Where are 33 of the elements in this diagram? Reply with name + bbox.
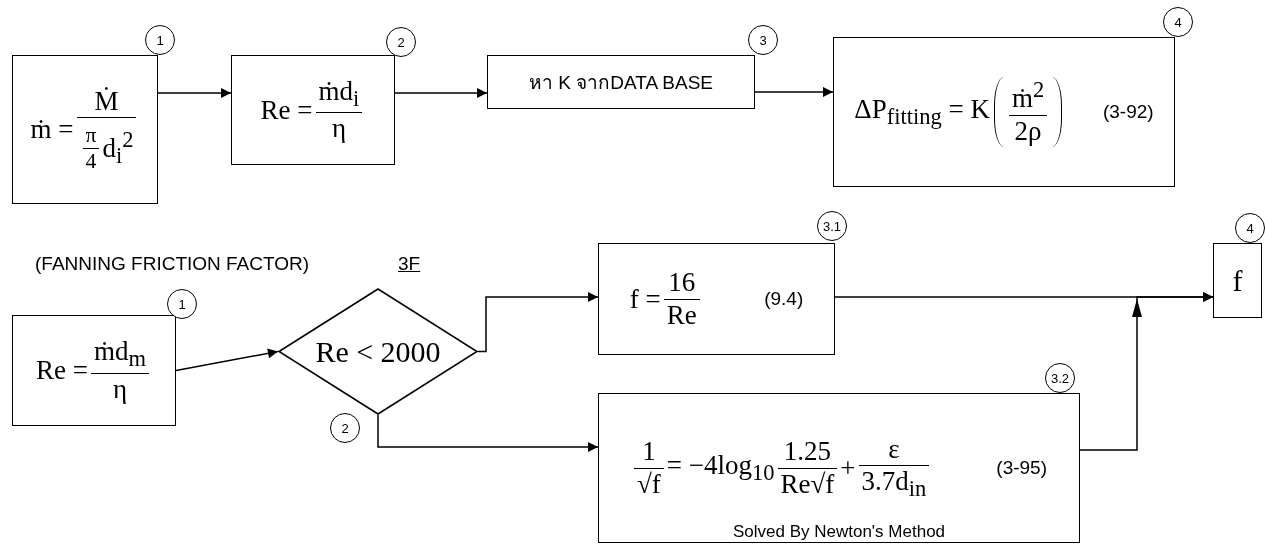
note: Solved By Newton's Method — [732, 523, 946, 542]
process-box — [12, 55, 158, 204]
decision-diamond — [278, 288, 478, 415]
section-heading: (FANNING FRICTION FACTOR) — [35, 253, 310, 275]
section-code: 3F — [398, 253, 421, 275]
process-box — [231, 55, 395, 165]
arrow — [477, 292, 599, 353]
equation-number: (3-95) — [996, 457, 1047, 479]
box-text: Re < 2000 — [315, 334, 441, 369]
step-number: 4 — [1235, 213, 1265, 243]
step-number: 1 — [167, 289, 197, 319]
process-box — [598, 393, 1080, 543]
step-number: 4 — [1163, 7, 1193, 37]
step-number: 3.2 — [1045, 363, 1075, 393]
arrow — [175, 348, 279, 372]
arrow — [157, 88, 232, 98]
arrow — [394, 88, 488, 98]
step-number: 2 — [386, 27, 416, 57]
arrow — [754, 87, 834, 97]
process-box — [12, 315, 176, 426]
process-box — [833, 37, 1175, 187]
process-box — [598, 243, 835, 355]
arrow — [377, 414, 599, 452]
box-text: หา K จากDATA BASE — [529, 71, 713, 95]
step-number: 1 — [145, 25, 175, 55]
process-box — [487, 55, 755, 109]
box-text: f — [1232, 263, 1243, 298]
step-number: 3.1 — [817, 211, 847, 241]
result-box — [1213, 243, 1262, 318]
step-number: 2 — [330, 413, 360, 443]
equation-number: (3-92) — [1102, 101, 1154, 123]
equation-number: (9.4) — [764, 288, 804, 310]
step-number: 3 — [748, 25, 778, 55]
